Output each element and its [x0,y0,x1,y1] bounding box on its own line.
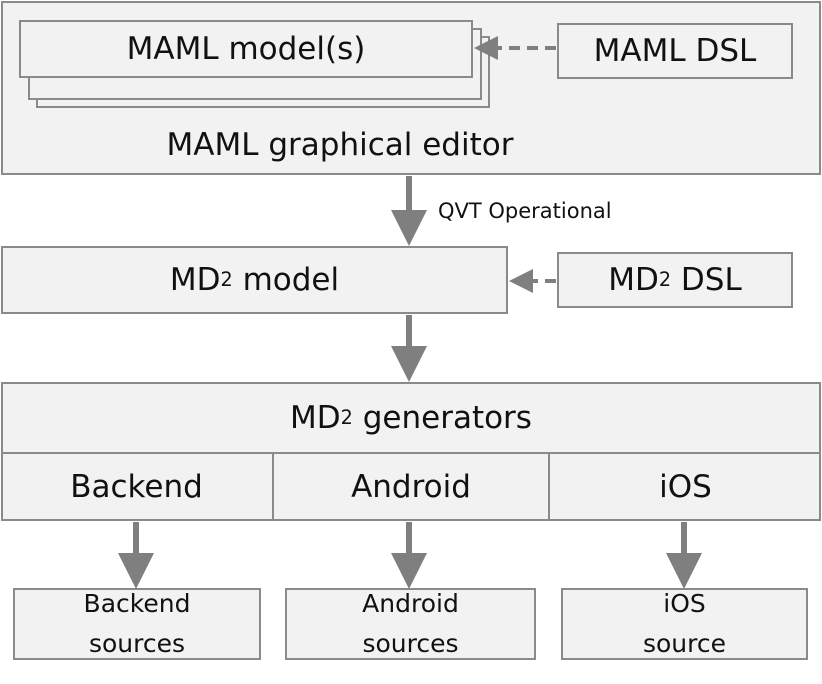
ios-source-line1: iOS [663,589,706,618]
md2-dsl-prefix: MD [608,262,659,298]
md2-generators-prefix: MD [290,400,341,436]
md2-model-prefix: MD [169,262,221,298]
md2-generators-suffix: generators [352,400,532,436]
android-sources-label: Android sources [285,584,536,664]
android-sources-box [285,588,536,660]
qvt-operational-label: QVT Operational [438,199,612,223]
md2-dsl-suffix: DSL [671,262,742,298]
maml-dsl-label: MAML DSL [593,33,757,69]
md2-generators-box [1,382,821,521]
ios-source-label: iOS source [561,584,808,664]
generator-ios: iOS [659,469,712,505]
md2-model-box [1,246,508,314]
generator-backend: Backend [70,469,203,505]
maml-model-box [19,20,473,78]
maml-dsl-box [557,23,793,79]
backend-sources-label: Backend sources [13,584,261,664]
md2-model-suffix: model [232,262,340,298]
generators-divider-horizontal [1,452,821,454]
backend-sources-box [13,588,261,660]
ios-source-box [561,588,808,660]
generators-divider-1 [272,452,274,521]
android-sources-line2: sources [362,629,459,658]
generator-android: Android [351,469,471,505]
generators-divider-2 [548,452,550,521]
android-sources-line1: Android [362,589,459,618]
maml-model-label: MAML model(s) [126,31,366,67]
ios-source-line2: source [642,629,727,658]
backend-sources-line2: sources [88,629,186,658]
md2-dsl-box [557,252,793,308]
maml-graphical-editor-title: MAML graphical editor [166,127,514,163]
backend-sources-line1: Backend [83,589,191,618]
